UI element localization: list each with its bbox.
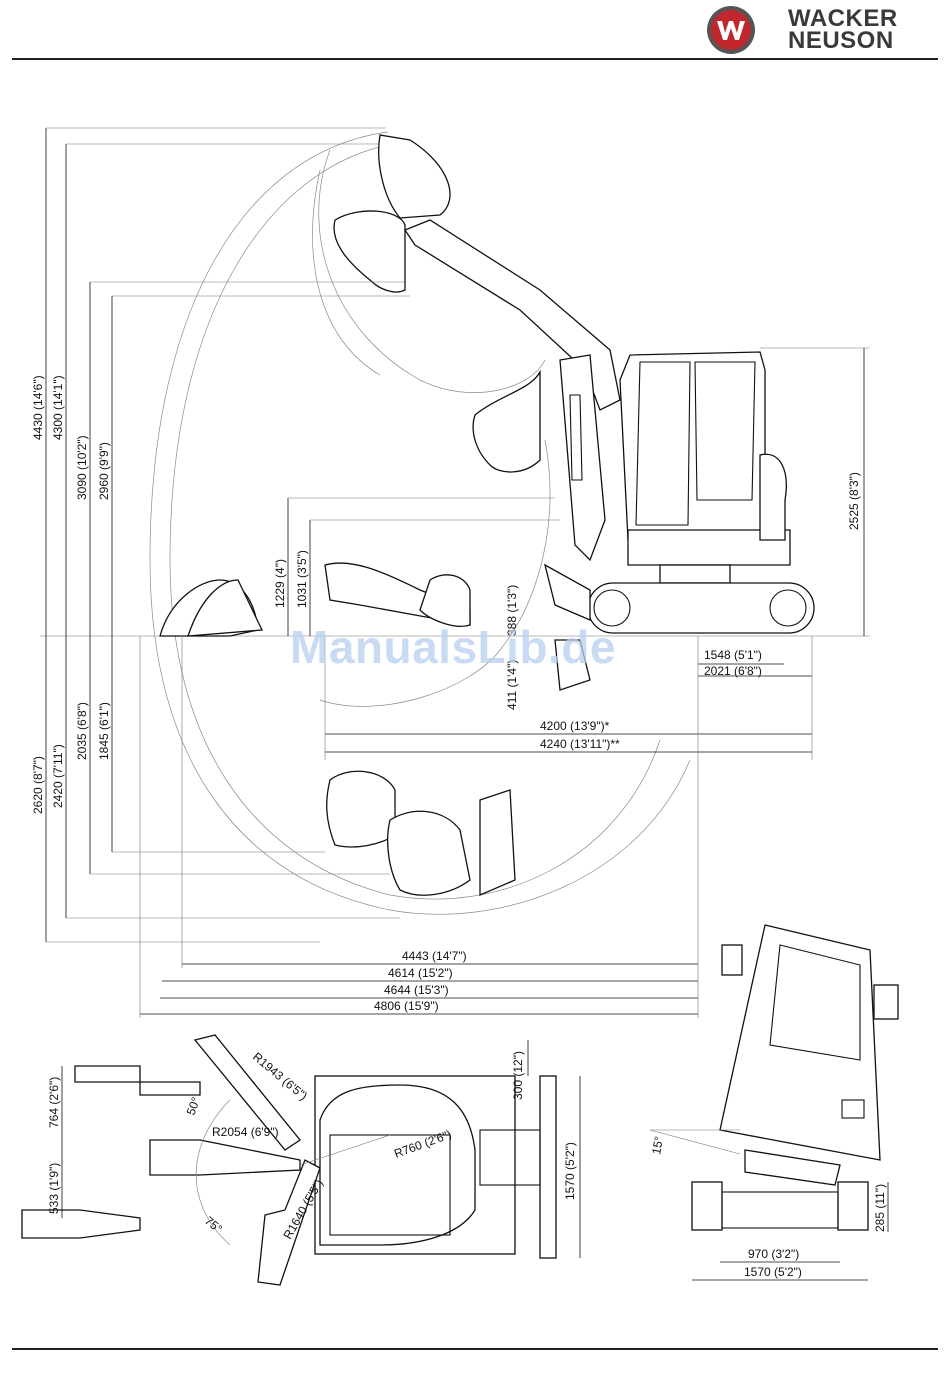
cab-door (635, 361, 691, 526)
label-1845: 1845 (6'1") (97, 702, 111, 760)
label-2960: 2960 (9'9") (97, 442, 111, 500)
label-angle-50: 50° (184, 1095, 203, 1117)
top-view: 764 (2'6") 533 (1'9") R1943 (6'5") R2054… (21, 1034, 581, 1286)
boom (559, 354, 606, 562)
label-angle-15: 15° (649, 1135, 666, 1156)
label-4430: 4430 (14'6") (31, 375, 45, 440)
label-4300: 4300 (14'1") (51, 375, 65, 440)
label-2035: 2035 (6'8") (75, 702, 89, 760)
header-rule (12, 58, 938, 60)
label-4443: 4443 (14'7") (402, 949, 467, 963)
bucket-top (378, 134, 451, 219)
bucket-deep-1 (326, 770, 396, 848)
brand-name: WACKER NEUSON (788, 5, 898, 54)
counterweight (759, 453, 787, 541)
label-1031: 1031 (3'5") (295, 550, 309, 608)
rear-mirror-left (721, 944, 743, 976)
top-arm-left-2 (149, 1139, 301, 1176)
label-4614: 4614 (15'2") (388, 966, 453, 980)
brand-line1: WACKER (788, 5, 898, 32)
label-764: 764 (2'6") (47, 1077, 61, 1128)
rear-cab (719, 924, 881, 1161)
w-logo-icon (707, 6, 755, 54)
label-2620: 2620 (8'7") (31, 756, 45, 814)
label-4806: 4806 (15'9") (374, 999, 439, 1013)
footer-rule (12, 1348, 938, 1350)
brand-logo: WACKER NEUSON (706, 4, 942, 56)
swing-arc (195, 1099, 231, 1246)
reach-envelope-outer (149, 131, 691, 915)
upper-carriage (627, 529, 791, 566)
label-1570-top: 1570 (5'2") (563, 1142, 577, 1200)
idler (593, 589, 631, 627)
dig-arc-upper (318, 149, 546, 393)
dig-arc-upper2 (312, 169, 381, 376)
label-388: 388 (1'3") (505, 585, 519, 636)
top-arm-swing-50 (193, 1034, 301, 1151)
top-arm-swing-75 (257, 1159, 321, 1286)
rear-undercarriage (721, 1191, 839, 1229)
bucket-deep-3 (479, 789, 516, 896)
label-2420: 2420 (7'11") (51, 744, 65, 808)
boom-cylinder (569, 394, 583, 481)
rear-track-left (691, 1181, 723, 1231)
bucket-low (419, 574, 471, 627)
rear-window (769, 944, 861, 1061)
watermark: ManualsLib.de (290, 621, 616, 673)
bucket-deep-2 (387, 810, 471, 896)
slew-ring (659, 564, 731, 584)
label-2525: 2525 (8'3") (847, 472, 861, 530)
rear-mirror-right (873, 984, 899, 1020)
dig-arc-lower (319, 439, 551, 707)
top-blade (539, 1075, 557, 1259)
label-285: 285 (11") (873, 1184, 887, 1232)
track (587, 582, 815, 634)
blade-lower (554, 639, 591, 691)
brand-line2: NEUSON (788, 27, 894, 54)
rear-angle-line (649, 1129, 741, 1155)
top-upper-structure (319, 1084, 476, 1246)
reach-envelope-mid (169, 144, 661, 900)
label-300: 300 (12") (511, 1051, 525, 1100)
label-4644: 4644 (15'3") (384, 983, 449, 997)
rear-track-right (837, 1181, 869, 1231)
radius-760 (299, 1134, 391, 1166)
top-arm-left-1 (74, 1065, 201, 1096)
sprocket (769, 589, 807, 627)
label-angle-75: 75° (202, 1214, 225, 1237)
side-view: 4430 (14'6") 4300 (14'1") 3090 (10'2") 2… (31, 127, 870, 1018)
label-533: 533 (1'9") (47, 1163, 61, 1214)
bucket-mid (472, 369, 541, 473)
label-2021: 2021 (6'8") (704, 664, 762, 678)
label-1570-rear: 1570 (5'2") (744, 1265, 802, 1279)
bucket-top-2 (333, 210, 406, 293)
label-4200: 4200 (13'9")* (540, 719, 610, 733)
top-blade-arm (479, 1129, 541, 1186)
dozer-blade (544, 563, 591, 621)
cab (619, 351, 766, 541)
rear-swing-base (744, 1149, 841, 1186)
rear-grille (841, 1099, 865, 1119)
cab-window (694, 361, 756, 501)
bucket-far-2 (187, 579, 263, 637)
label-4240: 4240 (13'11")** (540, 737, 620, 751)
arm (404, 219, 621, 411)
rear-view: 15° 970 (3'2") 1570 (5'2") 285 (11") (649, 924, 899, 1281)
label-970: 970 (3'2") (748, 1247, 799, 1261)
label-1548: 1548 (5'1") (704, 648, 762, 662)
label-1229: 1229 (4") (273, 559, 287, 608)
label-411: 411 (1'4") (505, 660, 519, 710)
label-3090: 3090 (10'2") (75, 435, 89, 500)
top-arm-left-3 (21, 1209, 141, 1239)
label-r2054: R2054 (6'9") (212, 1125, 279, 1139)
